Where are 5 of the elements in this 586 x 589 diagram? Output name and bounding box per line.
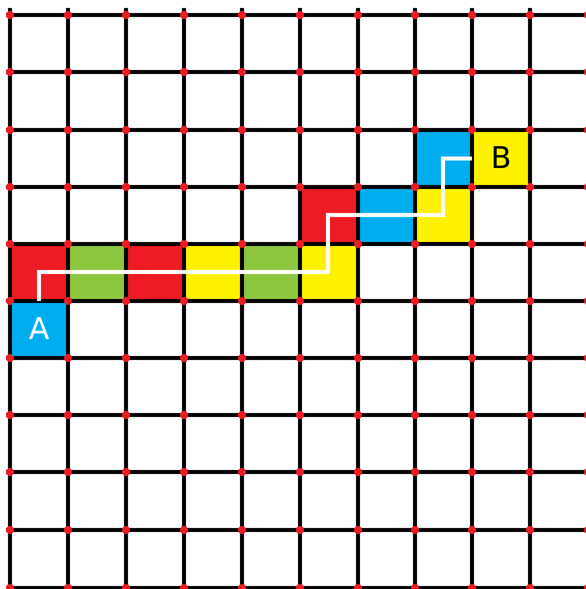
grid-cell (12, 303, 66, 356)
cell-letter: A (28, 314, 50, 344)
grid-cell (474, 132, 528, 185)
path-line (37, 156, 472, 301)
cell-letter: B (490, 144, 512, 174)
